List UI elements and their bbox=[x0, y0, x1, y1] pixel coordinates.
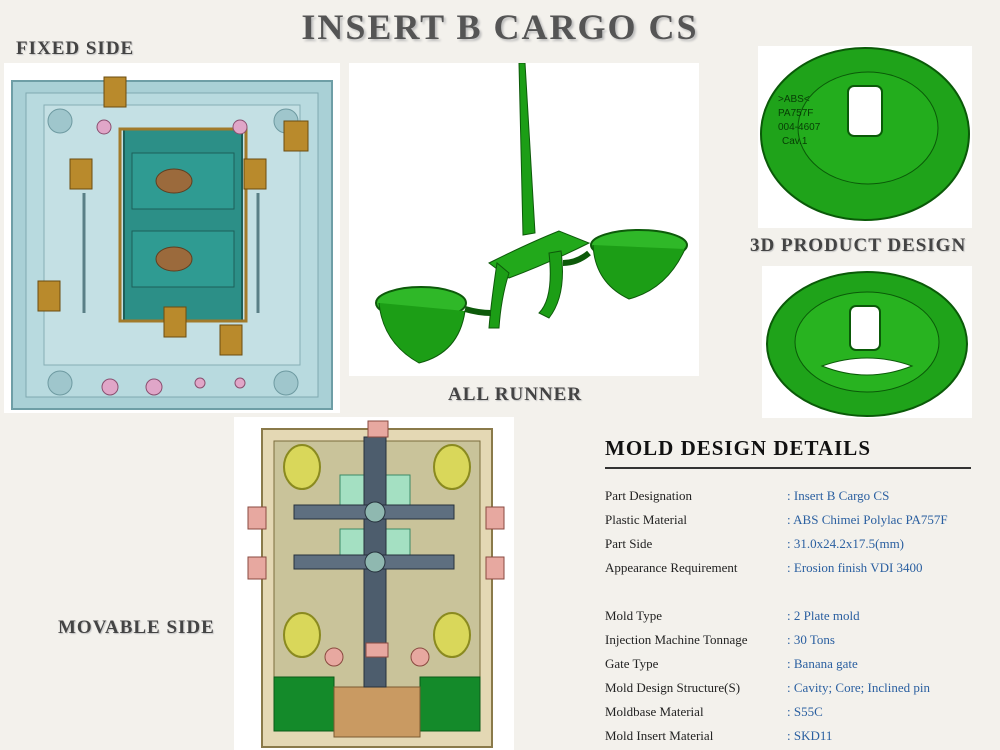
movable-side-label: MOVABLE SIDE bbox=[58, 617, 215, 638]
all-runner-image bbox=[349, 63, 699, 376]
product-design-label: 3D PRODUCT DESIGN bbox=[750, 235, 967, 256]
page-title: INSERT B CARGO CS bbox=[301, 7, 699, 47]
detail-row-part-side: Part Side 31.0x24.2x17.5(mm) bbox=[605, 532, 995, 556]
product-bottom-image bbox=[762, 266, 972, 418]
product-top-image: >ABS< PA757F 004-4607 Cav.1 bbox=[758, 46, 972, 228]
engraving-line-2: PA757F bbox=[778, 108, 813, 119]
detail-key: Mold Type bbox=[605, 608, 662, 623]
detail-value: Erosion finish VDI 3400 bbox=[787, 560, 923, 576]
detail-row-tonnage: Injection Machine Tonnage 30 Tons bbox=[605, 628, 995, 652]
detail-key: Plastic Material bbox=[605, 512, 687, 527]
movable-side-image bbox=[234, 417, 514, 750]
detail-value: SKD11 bbox=[787, 728, 833, 744]
engraving-line-1: >ABS< bbox=[778, 94, 810, 105]
detail-row-moldbase: Moldbase Material S55C bbox=[605, 700, 995, 724]
fixed-side-label: FIXED SIDE bbox=[16, 38, 135, 59]
detail-value: S55C bbox=[787, 704, 823, 720]
detail-spacer bbox=[605, 580, 995, 604]
detail-value: 31.0x24.2x17.5(mm) bbox=[787, 536, 904, 552]
detail-row-insert-material: Mold Insert Material SKD11 bbox=[605, 724, 995, 748]
detail-row-appearance: Appearance Requirement Erosion finish VD… bbox=[605, 556, 995, 580]
fixed-side-image bbox=[4, 63, 340, 413]
detail-key: Gate Type bbox=[605, 656, 659, 671]
detail-key: Mold Insert Material bbox=[605, 728, 714, 743]
detail-key: Part Designation bbox=[605, 488, 693, 503]
detail-key: Part Side bbox=[605, 536, 653, 551]
detail-value: 30 Tons bbox=[787, 632, 835, 648]
detail-value: Cavity; Core; Inclined pin bbox=[787, 680, 930, 696]
engraving-line-4: Cav.1 bbox=[782, 136, 808, 147]
detail-value: 2 Plate mold bbox=[787, 608, 860, 624]
detail-row-part-designation: Part Designation Insert B Cargo CS bbox=[605, 484, 995, 508]
detail-key: Mold Design Structure(S) bbox=[605, 680, 741, 695]
detail-row-gate-type: Gate Type Banana gate bbox=[605, 652, 995, 676]
detail-row-mold-type: Mold Type 2 Plate mold bbox=[605, 604, 995, 628]
detail-key: Appearance Requirement bbox=[605, 560, 738, 575]
detail-row-structure: Mold Design Structure(S) Cavity; Core; I… bbox=[605, 676, 995, 700]
detail-key: Moldbase Material bbox=[605, 704, 704, 719]
mold-design-details-table: Part Designation Insert B Cargo CS Plast… bbox=[605, 484, 995, 748]
detail-value: Banana gate bbox=[787, 656, 858, 672]
detail-value: Insert B Cargo CS bbox=[787, 488, 889, 504]
detail-key: Injection Machine Tonnage bbox=[605, 632, 748, 647]
detail-value: ABS Chimei Polylac PA757F bbox=[787, 512, 947, 528]
engraving-line-3: 004-4607 bbox=[778, 122, 821, 133]
detail-row-plastic-material: Plastic Material ABS Chimei Polylac PA75… bbox=[605, 508, 995, 532]
mold-design-details-heading: MOLD DESIGN DETAILS bbox=[605, 436, 971, 469]
all-runner-label: ALL RUNNER bbox=[448, 384, 583, 405]
